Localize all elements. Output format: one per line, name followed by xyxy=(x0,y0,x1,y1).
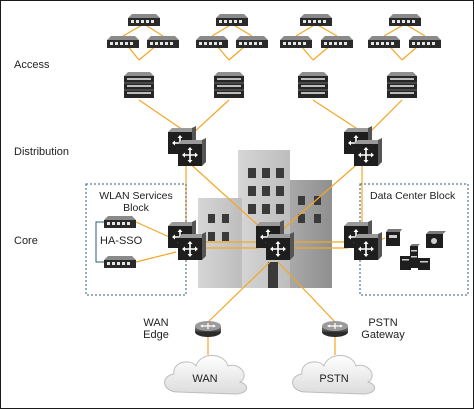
campus-building xyxy=(198,150,332,288)
access-switch-icon xyxy=(389,14,421,26)
wan-edge-label-line2: Edge xyxy=(143,329,169,341)
multilayer-switch-icon xyxy=(265,231,295,261)
wlan-services-block-border xyxy=(85,183,187,296)
multilayer-switch-icon xyxy=(177,137,207,167)
access-switch-icon xyxy=(368,36,400,48)
access-layer xyxy=(107,14,441,99)
server-icon xyxy=(426,231,446,248)
pstn-cloud-label: PSTN xyxy=(319,373,349,385)
access-switch-icon xyxy=(216,14,248,26)
layer-label-access: Access xyxy=(14,59,50,71)
stacked-switch-icon xyxy=(123,71,155,99)
pstn-gateway-label-line2: Gateway xyxy=(361,329,405,341)
layer-label-core: Core xyxy=(14,235,38,247)
stacked-switch-icon xyxy=(297,71,329,99)
router-icon xyxy=(194,320,222,338)
access-switch-icon xyxy=(409,36,441,48)
wlan-controller-icon xyxy=(104,216,136,228)
ha-sso-label: HA-SSO xyxy=(100,235,143,247)
cloud-icon xyxy=(164,355,248,395)
router-icon xyxy=(321,320,349,338)
access-switch-icon xyxy=(321,36,353,48)
access-switch-icon xyxy=(236,36,268,48)
server-icon xyxy=(400,256,430,270)
data-center-block-title: Data Center Block xyxy=(370,190,456,202)
stacked-switch-icon xyxy=(386,71,418,99)
data-center-block-border xyxy=(359,183,469,296)
multilayer-switch-icon xyxy=(177,231,207,261)
wlan-services-block-title-line2: Block xyxy=(123,202,149,214)
multilayer-switch-icon xyxy=(353,137,383,167)
data-center-devices xyxy=(386,229,446,270)
server-icon xyxy=(410,244,420,268)
layer-label-distribution: Distribution xyxy=(14,146,70,158)
cloud-icon xyxy=(292,355,376,395)
access-switch-icon xyxy=(128,14,160,26)
wlan-controller-icon xyxy=(104,256,136,268)
wlan-services-block-title-line1: WLAN Services xyxy=(99,190,173,202)
access-switch-icon xyxy=(280,36,312,48)
access-switch-icon xyxy=(147,36,179,48)
wan-edge-label-line1: WAN xyxy=(143,317,169,329)
ha-sso-connector xyxy=(95,221,104,263)
wan-cloud-label: WAN xyxy=(192,373,218,385)
multilayer-switch-icon xyxy=(353,231,383,261)
stacked-switch-icon xyxy=(213,71,245,99)
pstn-gateway-label-line1: PSTN xyxy=(368,317,398,329)
access-switch-icon xyxy=(107,36,139,48)
access-switch-icon xyxy=(300,14,332,26)
access-switch-icon xyxy=(196,36,228,48)
server-icon xyxy=(386,229,402,246)
